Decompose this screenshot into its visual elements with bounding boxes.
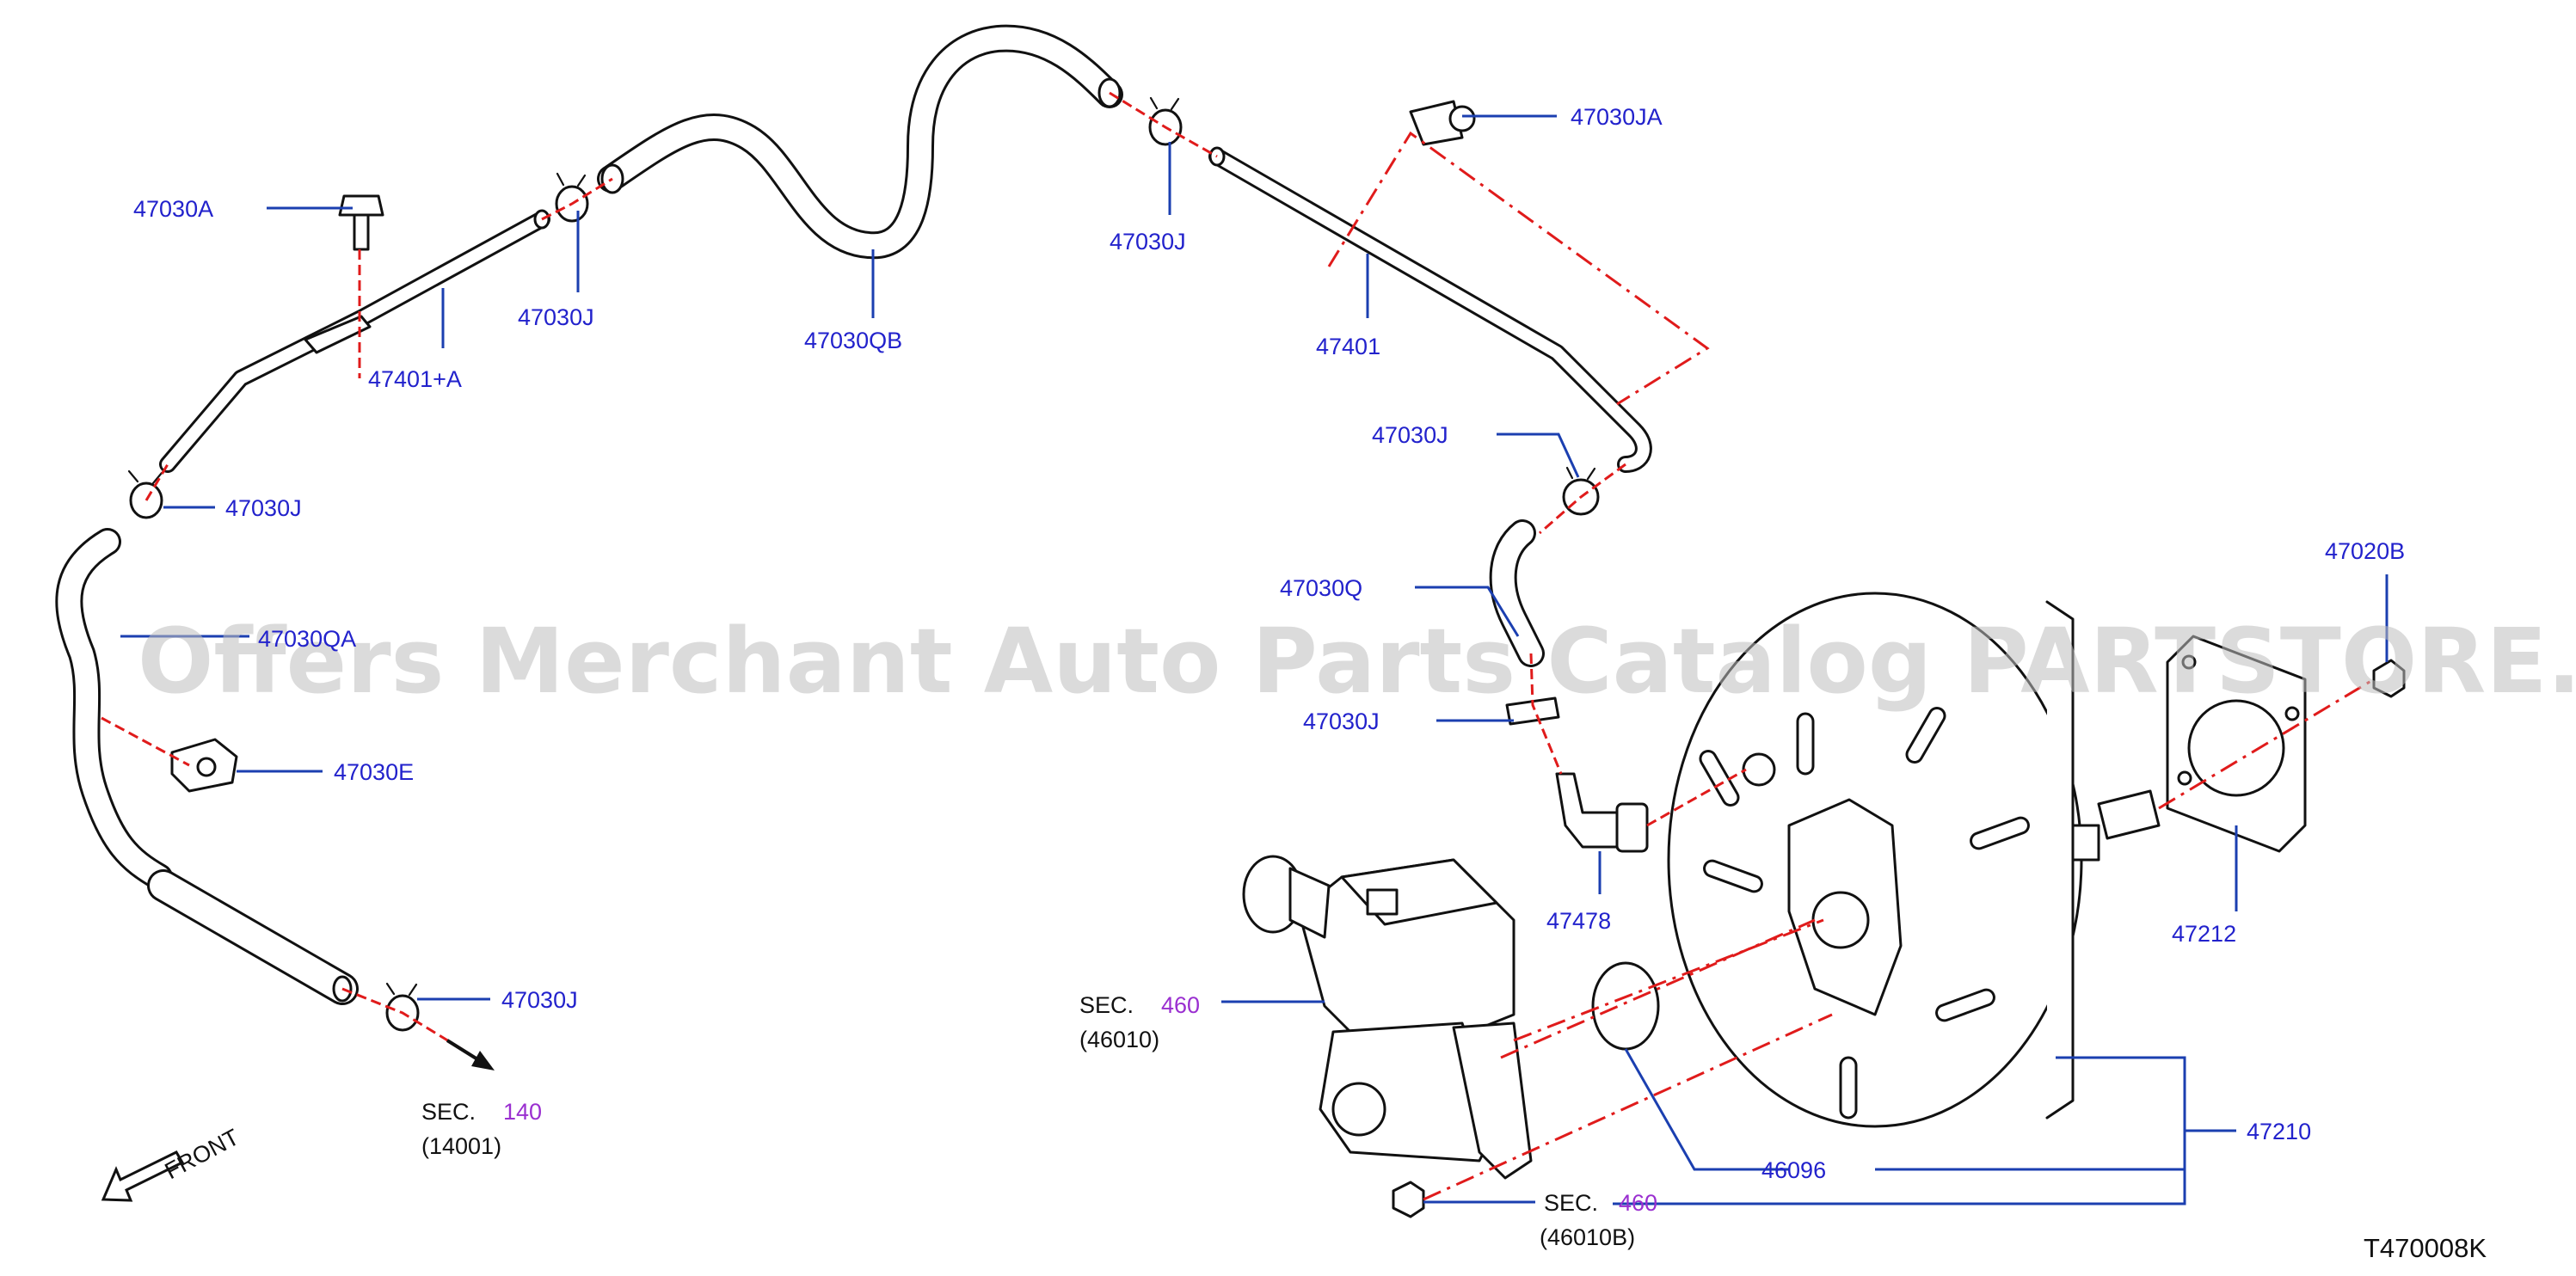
label-47030QA[interactable]: 47030QA: [258, 626, 356, 652]
front-label: FRONT: [161, 1124, 243, 1184]
sec-460a-sub: (46010): [1079, 1027, 1159, 1052]
nut-46010B: [1392, 1181, 1425, 1218]
center-lines: [101, 91, 2375, 1201]
sec-140-ref[interactable]: SEC. 140 (14001): [421, 1099, 542, 1159]
o-ring-46096: [1591, 961, 1660, 1051]
diagram-code: T470008K: [2364, 1233, 2487, 1263]
sec-460b-prefix: SEC.: [1544, 1190, 1598, 1216]
left-hose-assembly: [55, 209, 550, 1005]
sec-140-sub: (14001): [421, 1133, 501, 1159]
label-47030JA[interactable]: 47030JA: [1571, 104, 1663, 130]
clamp-47030J-top-right: [1148, 96, 1183, 146]
label-47020B[interactable]: 47020B: [2325, 538, 2405, 564]
sec-460b-sub: (46010B): [1540, 1224, 1635, 1250]
label-47030J-4[interactable]: 47030J: [225, 495, 302, 521]
clamp-47030J-bottom: [385, 982, 420, 1032]
nut-47020B: [2372, 659, 2406, 698]
sec-460a-number[interactable]: 460: [1161, 992, 1200, 1018]
label-47030E[interactable]: 47030E: [334, 759, 414, 785]
label-47030J-5[interactable]: 47030J: [1303, 709, 1380, 734]
sec-140-arrow: [446, 1039, 495, 1070]
master-cylinder-46010: [1242, 855, 1533, 1180]
tube-47401: [1208, 146, 1652, 473]
sec-460a-prefix: SEC.: [1079, 992, 1134, 1018]
sec-460-ref-a[interactable]: SEC. 460 (46010): [1079, 992, 1200, 1052]
label-47030A[interactable]: 47030A: [133, 196, 213, 222]
label-47478[interactable]: 47478: [1546, 908, 1611, 934]
label-46096[interactable]: 46096: [1761, 1157, 1826, 1183]
label-47401A[interactable]: 47401+A: [368, 366, 462, 392]
check-valve-47478: [1555, 772, 1649, 853]
leader-lines: [120, 114, 2388, 1205]
sec-140-number[interactable]: 140: [503, 1099, 542, 1125]
fitting-47030J-small: [1505, 696, 1560, 726]
label-47030Q[interactable]: 47030Q: [1280, 575, 1362, 601]
front-arrow-icon: [101, 1150, 185, 1202]
label-47401[interactable]: 47401: [1316, 334, 1380, 359]
label-47210[interactable]: 47210: [2247, 1119, 2311, 1144]
part-labels: 47030A 47030J 47030QB 47030J 47030JA 474…: [133, 104, 2405, 1183]
label-47030J-6[interactable]: 47030J: [501, 987, 578, 1013]
label-47030J-2[interactable]: 47030J: [1110, 229, 1186, 255]
sec-460-ref-b[interactable]: SEC. 460 (46010B): [1540, 1190, 1657, 1250]
gasket-47212: [2166, 635, 2307, 853]
label-47030J-1[interactable]: 47030J: [518, 304, 594, 330]
label-47212[interactable]: 47212: [2172, 921, 2236, 947]
label-47030QB[interactable]: 47030QB: [804, 328, 902, 353]
sec-140-prefix: SEC.: [421, 1099, 476, 1125]
hose-47030Q: [1489, 519, 1545, 667]
watermark-text: Offers Merchant Auto Parts Catalog PARTS…: [138, 609, 2576, 714]
sec-460b-number[interactable]: 460: [1619, 1190, 1657, 1216]
center-hose-47030QB: [597, 24, 1123, 260]
clamp-47030J-left: [127, 469, 163, 519]
brake-booster-47210: [1667, 592, 2161, 1128]
bolt-47030A: [338, 194, 384, 251]
clamp-47030JA: [1409, 100, 1476, 146]
label-47030J-3[interactable]: 47030J: [1372, 422, 1448, 448]
clip-47030E: [170, 738, 238, 793]
